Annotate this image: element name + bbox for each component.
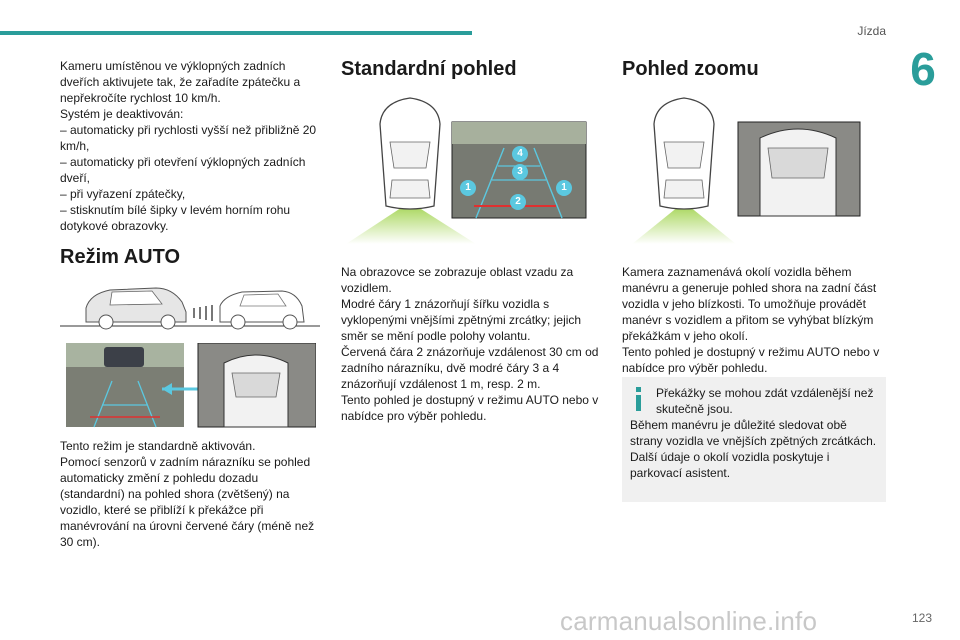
cars-sensor-illustration xyxy=(60,287,320,330)
marker-1-right: 1 xyxy=(556,180,572,196)
standard-view-text: Na obrazovce se zobrazuje oblast vzadu z… xyxy=(341,265,599,423)
page-number: 123 xyxy=(911,611,932,625)
intro-text: Kameru umístěnou ve výklopných zadních d… xyxy=(60,59,317,233)
marker-1-left: 1 xyxy=(460,180,476,196)
standard-view-illustration xyxy=(346,97,587,244)
watermark: carmanualsonline.info xyxy=(560,606,818,636)
chapter-number: 6 xyxy=(910,43,936,95)
zoom-view-text: Kamera zaznamenává okolí vozidla během m… xyxy=(622,265,880,375)
marker-2: 2 xyxy=(510,194,526,210)
marker-4: 4 xyxy=(512,146,528,162)
info-icon xyxy=(636,387,641,411)
auto-mode-camera-views xyxy=(66,343,316,428)
info-lead: Překážky se mohou zdát vzdálenější než s… xyxy=(656,386,874,416)
info-box: Překážky se mohou zdát vzdálenější než s… xyxy=(622,377,886,502)
heading-zoom-view: Pohled zoomu xyxy=(622,58,759,80)
top-accent-bar xyxy=(0,31,472,35)
marker-3: 3 xyxy=(512,164,528,180)
auto-mode-text: Tento režim je standardně aktivován. Pom… xyxy=(60,439,315,549)
heading-auto-mode: Režim AUTO xyxy=(60,246,181,268)
heading-standard-view: Standardní pohled xyxy=(341,58,517,80)
info-details: Během manévru je důležité sledovat obě s… xyxy=(630,418,877,480)
section-name: Jízda xyxy=(857,24,886,38)
zoom-view-illustration xyxy=(632,97,861,244)
